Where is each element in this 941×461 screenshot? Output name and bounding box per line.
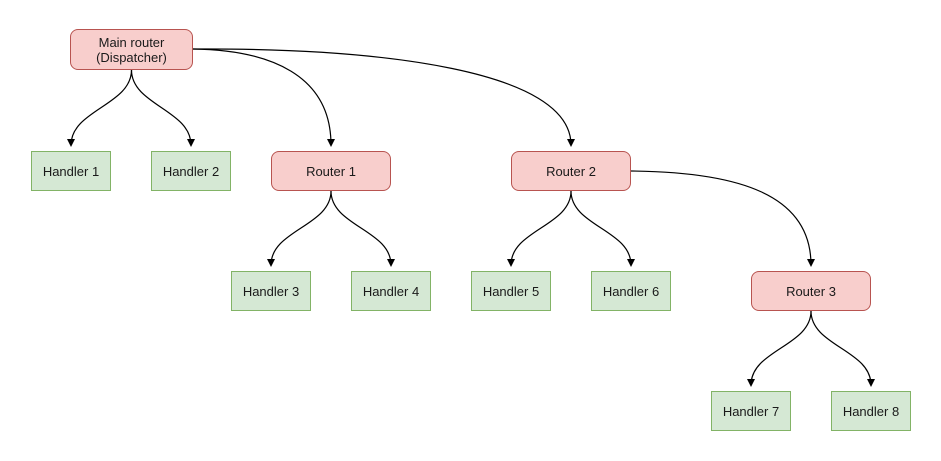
node-handler-4[interactable]: Handler 4 bbox=[351, 271, 431, 311]
node-label-handler-7: Handler 7 bbox=[722, 403, 780, 419]
node-label-handler-6: Handler 6 bbox=[602, 283, 660, 299]
edges bbox=[67, 48, 875, 387]
node-label-router-1: Router 1 bbox=[306, 163, 356, 179]
node-label-router-3: Router 3 bbox=[786, 283, 836, 299]
edge-r2-r3 bbox=[630, 170, 815, 267]
edge-r1-h4 bbox=[330, 190, 395, 267]
node-handler-2[interactable]: Handler 2 bbox=[151, 151, 231, 191]
edge-main-h1 bbox=[67, 69, 133, 147]
node-router-1[interactable]: Router 1 bbox=[271, 151, 391, 191]
node-label-router-2: Router 2 bbox=[546, 163, 596, 179]
node-main-router[interactable]: Main router (Dispatcher) bbox=[70, 29, 193, 70]
edge-r3-h8 bbox=[810, 310, 875, 387]
edge-main-r2 bbox=[192, 48, 575, 147]
edge-r1-h3 bbox=[267, 190, 332, 267]
node-label-handler-5: Handler 5 bbox=[482, 283, 540, 299]
node-handler-6[interactable]: Handler 6 bbox=[591, 271, 671, 311]
edge-r2-h6 bbox=[570, 190, 635, 267]
node-label-handler-3: Handler 3 bbox=[242, 283, 300, 299]
node-label-handler-4: Handler 4 bbox=[362, 283, 420, 299]
node-handler-8[interactable]: Handler 8 bbox=[831, 391, 911, 431]
edge-r3-h7 bbox=[747, 310, 812, 387]
node-label-main-router: Main router (Dispatcher) bbox=[96, 34, 167, 65]
node-label-handler-1: Handler 1 bbox=[42, 163, 100, 179]
node-router-2[interactable]: Router 2 bbox=[511, 151, 631, 191]
node-handler-1[interactable]: Handler 1 bbox=[31, 151, 111, 191]
node-label-handler-2: Handler 2 bbox=[162, 163, 220, 179]
node-router-3[interactable]: Router 3 bbox=[751, 271, 871, 311]
node-label-handler-8: Handler 8 bbox=[842, 403, 900, 419]
node-handler-5[interactable]: Handler 5 bbox=[471, 271, 551, 311]
edge-main-r1 bbox=[192, 48, 335, 147]
node-handler-7[interactable]: Handler 7 bbox=[711, 391, 791, 431]
node-handler-3[interactable]: Handler 3 bbox=[231, 271, 311, 311]
edge-r2-h5 bbox=[507, 190, 572, 267]
edge-main-h2 bbox=[130, 69, 195, 147]
